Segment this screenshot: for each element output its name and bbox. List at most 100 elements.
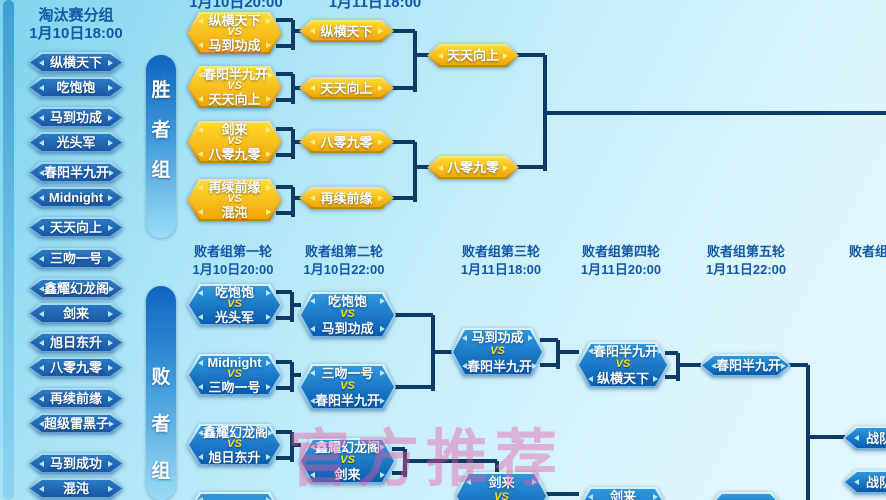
box-rows: 纵横天下 xyxy=(30,54,122,71)
box-fill xyxy=(189,14,280,52)
team-name: 再续前缘 xyxy=(208,180,261,196)
box-fill xyxy=(30,359,122,376)
team-row: 再续前缘 xyxy=(310,192,383,205)
chevron-right-icon xyxy=(502,52,508,59)
team-name: 天天向上 xyxy=(446,48,499,63)
chevron-right-icon xyxy=(265,289,271,296)
team-row: 再续前缘 xyxy=(39,392,113,405)
team-row: 吃饱饱 xyxy=(39,81,113,94)
chevron-left-icon xyxy=(39,224,44,231)
chevron-right-icon xyxy=(652,493,658,500)
team-pill: 光头军 xyxy=(28,132,124,153)
chevron-left-icon xyxy=(39,59,44,66)
chevron-left-icon xyxy=(198,209,203,216)
chevron-right-icon xyxy=(107,485,113,492)
team-name: 天天向上 xyxy=(208,91,261,107)
team-name: 旭日东升 xyxy=(49,335,102,350)
bracket-line xyxy=(290,362,294,392)
team-name: 春阳半九开 xyxy=(44,165,110,180)
team-name: 超级雷黑子 xyxy=(44,416,110,431)
bracket-line xyxy=(392,447,405,451)
box-rows: 春阳半九开 xyxy=(702,356,789,375)
chevron-left-icon xyxy=(39,255,44,262)
chevron-right-icon xyxy=(109,420,115,427)
team-pill: Midnight xyxy=(28,187,124,208)
chevron-right-icon xyxy=(107,59,113,66)
box-fill xyxy=(702,356,789,375)
box-fill xyxy=(429,158,517,177)
bracket-line xyxy=(678,363,701,367)
chevron-left-icon xyxy=(310,471,315,478)
team-pill: 天天向上 xyxy=(28,217,124,238)
team-pill: 春阳半九开 xyxy=(28,162,124,183)
bracket-line xyxy=(276,153,293,157)
bracket-line xyxy=(276,211,293,215)
bracket-line xyxy=(276,290,292,294)
team-row: 剑来 xyxy=(39,307,113,320)
chevron-left-icon xyxy=(588,348,593,355)
chevron-right-icon xyxy=(265,454,271,461)
chevron-right-icon xyxy=(652,375,658,382)
chevron-left-icon xyxy=(588,493,593,500)
team-name: 混沌 xyxy=(62,481,89,496)
box-rows: 战队战 xyxy=(845,472,886,492)
team-name: 鑫耀幻龙阁 xyxy=(315,439,381,455)
chevron-right-icon xyxy=(379,370,385,377)
round-title: 败者组第 xyxy=(849,244,886,259)
team-row: 战队战 xyxy=(854,476,886,489)
box-rows xyxy=(710,494,782,500)
chevron-right-icon xyxy=(109,169,115,176)
team-row: 剑来 xyxy=(466,476,537,489)
bracket-line xyxy=(290,292,294,322)
chevron-left-icon xyxy=(198,384,203,391)
team-row: 混沌 xyxy=(39,482,113,495)
chevron-left-icon xyxy=(198,151,203,158)
vs-label: VS xyxy=(494,490,509,500)
chevron-left-icon xyxy=(711,362,716,369)
vs-label: VS xyxy=(490,345,505,358)
team-pill: 吃饱饱 xyxy=(28,77,124,98)
team-name: 纵横天下 xyxy=(49,55,102,70)
winners-r2-winner: 八零九零 xyxy=(299,131,394,153)
chevron-left-icon xyxy=(198,454,203,461)
box-fill xyxy=(30,480,122,497)
box-fill xyxy=(845,472,886,492)
chevron-left-icon xyxy=(310,298,315,305)
box-fill xyxy=(301,294,394,336)
bracket-line xyxy=(390,140,415,144)
chevron-right-icon xyxy=(107,460,113,467)
bracket-line xyxy=(291,20,295,50)
team-name: 春阳半九开 xyxy=(203,67,269,83)
winners-r2-winner: 天天向上 xyxy=(299,77,394,99)
team-row: 马到功成 xyxy=(198,39,271,52)
chevron-right-icon xyxy=(379,298,385,305)
box-fill xyxy=(457,474,546,500)
team-name: 八零九零 xyxy=(49,360,102,375)
chevron-left-icon xyxy=(39,395,44,402)
team-row: Midnight xyxy=(198,356,271,369)
team-name: 纵横天下 xyxy=(208,13,261,29)
bracket-line xyxy=(787,363,808,367)
bracket-line xyxy=(290,432,294,462)
bracket-line xyxy=(292,303,301,307)
team-pill: 再续前缘 xyxy=(28,388,124,409)
chevron-left-icon xyxy=(39,485,44,492)
box-rows: 春阳半九开 xyxy=(30,164,122,181)
chevron-left-icon xyxy=(310,444,315,451)
box-fill xyxy=(30,134,122,151)
box-fill xyxy=(189,123,280,161)
box-fill xyxy=(301,440,394,482)
team-row xyxy=(198,495,271,500)
team-name: 春阳半九开 xyxy=(467,358,533,374)
team-row: 剑来 xyxy=(198,123,271,136)
chevron-left-icon xyxy=(39,285,44,292)
team-name: 混沌 xyxy=(221,204,248,220)
chevron-right-icon xyxy=(268,71,274,78)
chevron-right-icon xyxy=(265,209,271,216)
